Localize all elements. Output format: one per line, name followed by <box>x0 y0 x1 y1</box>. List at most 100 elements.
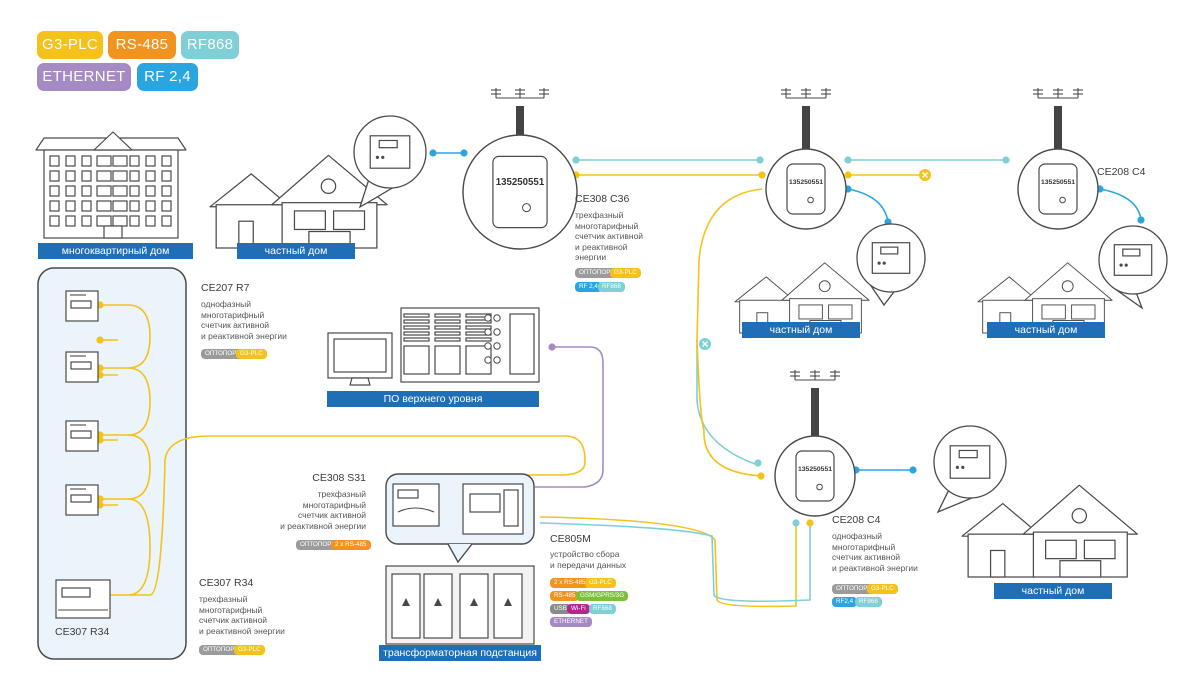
house-window <box>332 210 366 231</box>
ce307r34-desc-line: многотарифный <box>199 604 263 615</box>
ce805m-tag-ethernet: ETHERNET <box>550 617 592 627</box>
substation-bubble-tail <box>447 543 473 564</box>
apartment-window <box>129 155 140 167</box>
ce208c4-tag-rf868: RF868 <box>855 597 882 607</box>
ce308s31-desc-line: трехфазный <box>317 489 366 499</box>
ce208c4-tag-g3plc: G3-PLC <box>867 584 898 594</box>
connection-dot <box>429 149 437 157</box>
connection-dot <box>756 156 764 164</box>
apartment-window <box>81 215 92 227</box>
apartment-window <box>65 155 76 167</box>
house-window <box>293 210 326 231</box>
ce207r7-desc-line: однофазный <box>201 299 251 309</box>
ce308c36-pole-meter: 135250551 <box>462 88 578 250</box>
apartment-window <box>65 170 76 182</box>
server-slot <box>434 319 461 324</box>
house-window <box>798 304 823 320</box>
apartment-window <box>112 155 128 167</box>
g3plc-meter-chain <box>127 498 151 596</box>
apartment-window <box>81 155 92 167</box>
apartment-window <box>81 200 92 212</box>
meter-wave-line <box>397 507 435 513</box>
server-slot <box>403 325 430 330</box>
ce307r34-desc-line: трехфазный <box>199 594 248 604</box>
server-port <box>493 342 501 350</box>
caption-substation: трансформаторная подстанция <box>379 645 541 661</box>
meter-display <box>61 587 91 598</box>
connection-dot <box>96 336 104 344</box>
apartment-window <box>49 200 60 212</box>
caption-private-house-1: частный дом <box>237 243 355 259</box>
server-slot <box>434 313 461 318</box>
legend-g3plc: G3-PLC <box>37 31 103 59</box>
meter-display <box>397 489 419 499</box>
server-port <box>493 328 501 336</box>
apartment-window <box>65 215 76 227</box>
server-slot <box>465 325 492 330</box>
ce308s31-tag-rs485: 2 x RS-485 <box>331 540 371 550</box>
house-window <box>1041 304 1066 320</box>
ce805m-tag-wifi: Wi-Fi <box>567 604 590 614</box>
apartment-window <box>161 185 172 197</box>
meter-display <box>70 430 92 439</box>
legend-rf24: RF 2,4 <box>137 63 198 91</box>
apartment-window <box>112 215 128 227</box>
apartment-window <box>49 170 60 182</box>
server-slot <box>434 325 461 330</box>
meter-button <box>522 203 531 213</box>
apartment-window <box>96 170 112 182</box>
server-port <box>493 356 501 364</box>
apartment-window <box>96 215 112 227</box>
blocked-link-icon <box>919 169 931 181</box>
meter-button <box>816 483 823 491</box>
house-garage <box>1059 560 1102 578</box>
ce308s31-tag-optoport: ОПТОПОРТ <box>296 540 340 550</box>
meter-led <box>877 261 881 265</box>
ce207r7-tag-g3plc: G3-PLC <box>236 349 267 359</box>
ce208c4-desc-line: многотарифный <box>832 541 896 552</box>
apartment-window <box>129 185 140 197</box>
meter-display <box>70 361 92 370</box>
house-meter-bubble-1 <box>353 115 427 209</box>
blocked-link-cross <box>702 341 708 347</box>
apartment-entrance <box>103 225 123 239</box>
server-port <box>484 356 492 364</box>
transformer-substation-icon <box>385 473 535 645</box>
apartment-window <box>145 170 156 182</box>
ce307r34-tag-optoport: ОПТОПОРТ <box>199 645 243 655</box>
g3plc-link-panel-substation <box>129 435 586 596</box>
ce308s31-desc-line: и реактивной энергии <box>280 520 366 531</box>
ce805m-tag-2xrs485: 2 x RS-485 <box>550 578 590 588</box>
apartment-window <box>129 200 140 212</box>
meter-led <box>955 465 960 469</box>
house-round-window <box>1061 280 1074 293</box>
ce207r7-desc-line: и реактивной энергии <box>201 330 287 341</box>
house-meter-bubble-2 <box>856 223 926 307</box>
pole-mast-body <box>802 106 810 149</box>
rf868-link-substation-ce208 <box>539 522 811 603</box>
server-slot <box>465 313 492 318</box>
meter-led <box>381 155 385 159</box>
panel-meter-3 <box>65 420 99 452</box>
apartment-window <box>129 215 140 227</box>
ce308c36-tag-rf24: RF 2,4 <box>575 282 602 292</box>
g3plc-meter-chain <box>127 434 151 500</box>
apartment-window <box>112 200 128 212</box>
apartment-window <box>49 155 60 167</box>
pole-mast-body <box>1054 106 1062 149</box>
ce308c36-desc-line: многотарифный <box>575 220 639 231</box>
apartment-window <box>112 170 128 182</box>
meter-led <box>375 155 379 159</box>
connection-dot <box>460 149 468 157</box>
meter-led <box>1124 263 1128 267</box>
ce805m-tag-rf868: RF868 <box>589 604 616 614</box>
high-voltage-mark <box>470 598 478 606</box>
server-slot <box>403 319 430 324</box>
server-port <box>484 314 492 322</box>
ce805m-tag-gsm: GSM/GPRS/3G <box>576 591 629 601</box>
caption-apartment-house: многоквартирный дом <box>38 243 193 259</box>
meter-led <box>961 465 965 469</box>
server-module <box>403 345 430 375</box>
apartment-window <box>112 185 128 197</box>
